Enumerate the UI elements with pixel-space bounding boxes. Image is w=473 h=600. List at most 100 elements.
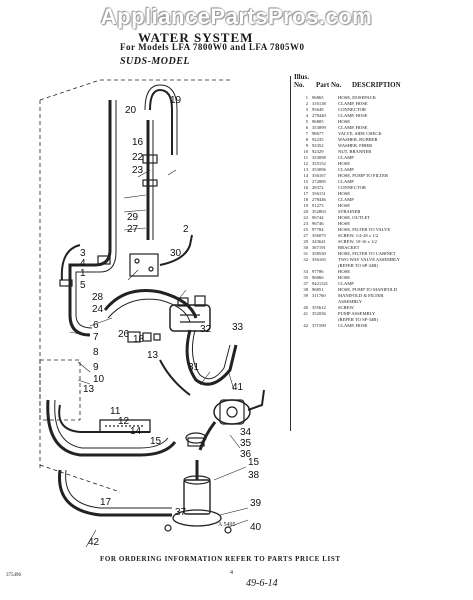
- page-number: 4: [230, 570, 233, 576]
- legend-part: 92235: [312, 137, 324, 142]
- callout-15: 15: [248, 457, 260, 468]
- legend-no: 30: [303, 245, 308, 250]
- legend-desc: HOSE: [338, 119, 350, 124]
- callout-38: 38: [248, 470, 260, 481]
- legend-no: 20: [303, 209, 308, 214]
- legend-part: 353098: [312, 155, 326, 160]
- legend-part: 356165: [312, 257, 326, 262]
- legend-desc: WASHER, FIBER: [338, 143, 373, 148]
- legend-no: 25: [303, 227, 308, 232]
- callout-37: 37: [175, 507, 187, 518]
- legend-no: 22: [303, 215, 308, 220]
- legend-no: 15: [303, 179, 308, 184]
- callout-17: 17: [100, 497, 112, 508]
- legend-desc: NUT, BRANNER: [338, 149, 372, 154]
- legend-no: 6: [305, 125, 308, 130]
- legend-desc: CLAMP: [338, 281, 354, 286]
- legend-no: 11: [303, 155, 308, 160]
- callout-16: 16: [132, 137, 144, 148]
- legend-no: 8: [305, 137, 308, 142]
- legend-no: 5: [305, 119, 308, 124]
- callout-19: 19: [170, 95, 182, 106]
- legend-desc: SCREW: [338, 305, 354, 310]
- legend-no: 14: [303, 173, 308, 178]
- legend-no: 10: [303, 149, 308, 154]
- callout-40: 40: [250, 522, 262, 533]
- legend-desc: HOSE: [338, 221, 350, 226]
- callout-36: 36: [240, 449, 252, 460]
- legend-part: 367191: [312, 245, 326, 250]
- legend-part: 355612: [312, 305, 326, 310]
- legend-desc: CLAMP: [338, 179, 354, 184]
- legend-desc: CLAMP, HOSE: [338, 323, 368, 328]
- legend-no: 4: [305, 113, 308, 118]
- callout-41: 41: [232, 382, 244, 393]
- legend-row: (REFER TO SP-34B): [294, 263, 472, 269]
- legend-no: 3: [305, 107, 308, 112]
- legend-desc: HOSE: [338, 203, 350, 208]
- legend-desc: HOSE, PUMP TO FILTER: [338, 173, 389, 178]
- callout-23: 23: [132, 165, 144, 176]
- legend-no: 42: [303, 323, 308, 328]
- legend-no: 27: [303, 233, 308, 238]
- legend-no: 31: [303, 251, 308, 256]
- legend-part: 97786: [312, 269, 324, 274]
- page-title: WATER SYSTEM: [138, 30, 254, 45]
- legend-part: 96851: [312, 287, 324, 292]
- legend-head-part: Part No.: [316, 81, 342, 89]
- callout-30: 30: [170, 248, 182, 259]
- callout-5: 5: [80, 280, 86, 291]
- legend-part: 356151: [312, 191, 326, 196]
- legend-desc: CLAMP, HOSE: [338, 113, 368, 118]
- legend-part: 352036: [312, 311, 326, 316]
- callout-26: 26: [118, 329, 130, 340]
- legend-head-illus: Illus. No.: [294, 73, 309, 89]
- legend-part: 278446: [312, 197, 326, 202]
- legend-part: 96865: [312, 95, 324, 100]
- legend-part: 95649: [312, 107, 324, 112]
- callout-34: 34: [240, 427, 252, 438]
- legend-no: 13: [303, 167, 308, 172]
- callout-20: 20: [125, 105, 137, 116]
- callout-2: 2: [183, 224, 189, 235]
- corner-code: 375496: [6, 573, 21, 578]
- legend-no: 23: [303, 221, 308, 226]
- callout-22: 22: [132, 152, 144, 163]
- watermark: AppliancePartsPros.com: [100, 4, 373, 29]
- handwritten-note: 49-6-14: [246, 578, 278, 589]
- legend-desc: HOSE: [338, 161, 350, 166]
- callout-42: 42: [88, 537, 100, 548]
- callout-10: 10: [93, 374, 105, 385]
- legend-desc: HOSE: [338, 269, 350, 274]
- legend-desc: HOSE, DOSEPACK: [338, 95, 377, 100]
- legend-part: 353099: [312, 125, 326, 130]
- callout-4: 4: [80, 258, 86, 269]
- callout-14: 14: [130, 426, 142, 437]
